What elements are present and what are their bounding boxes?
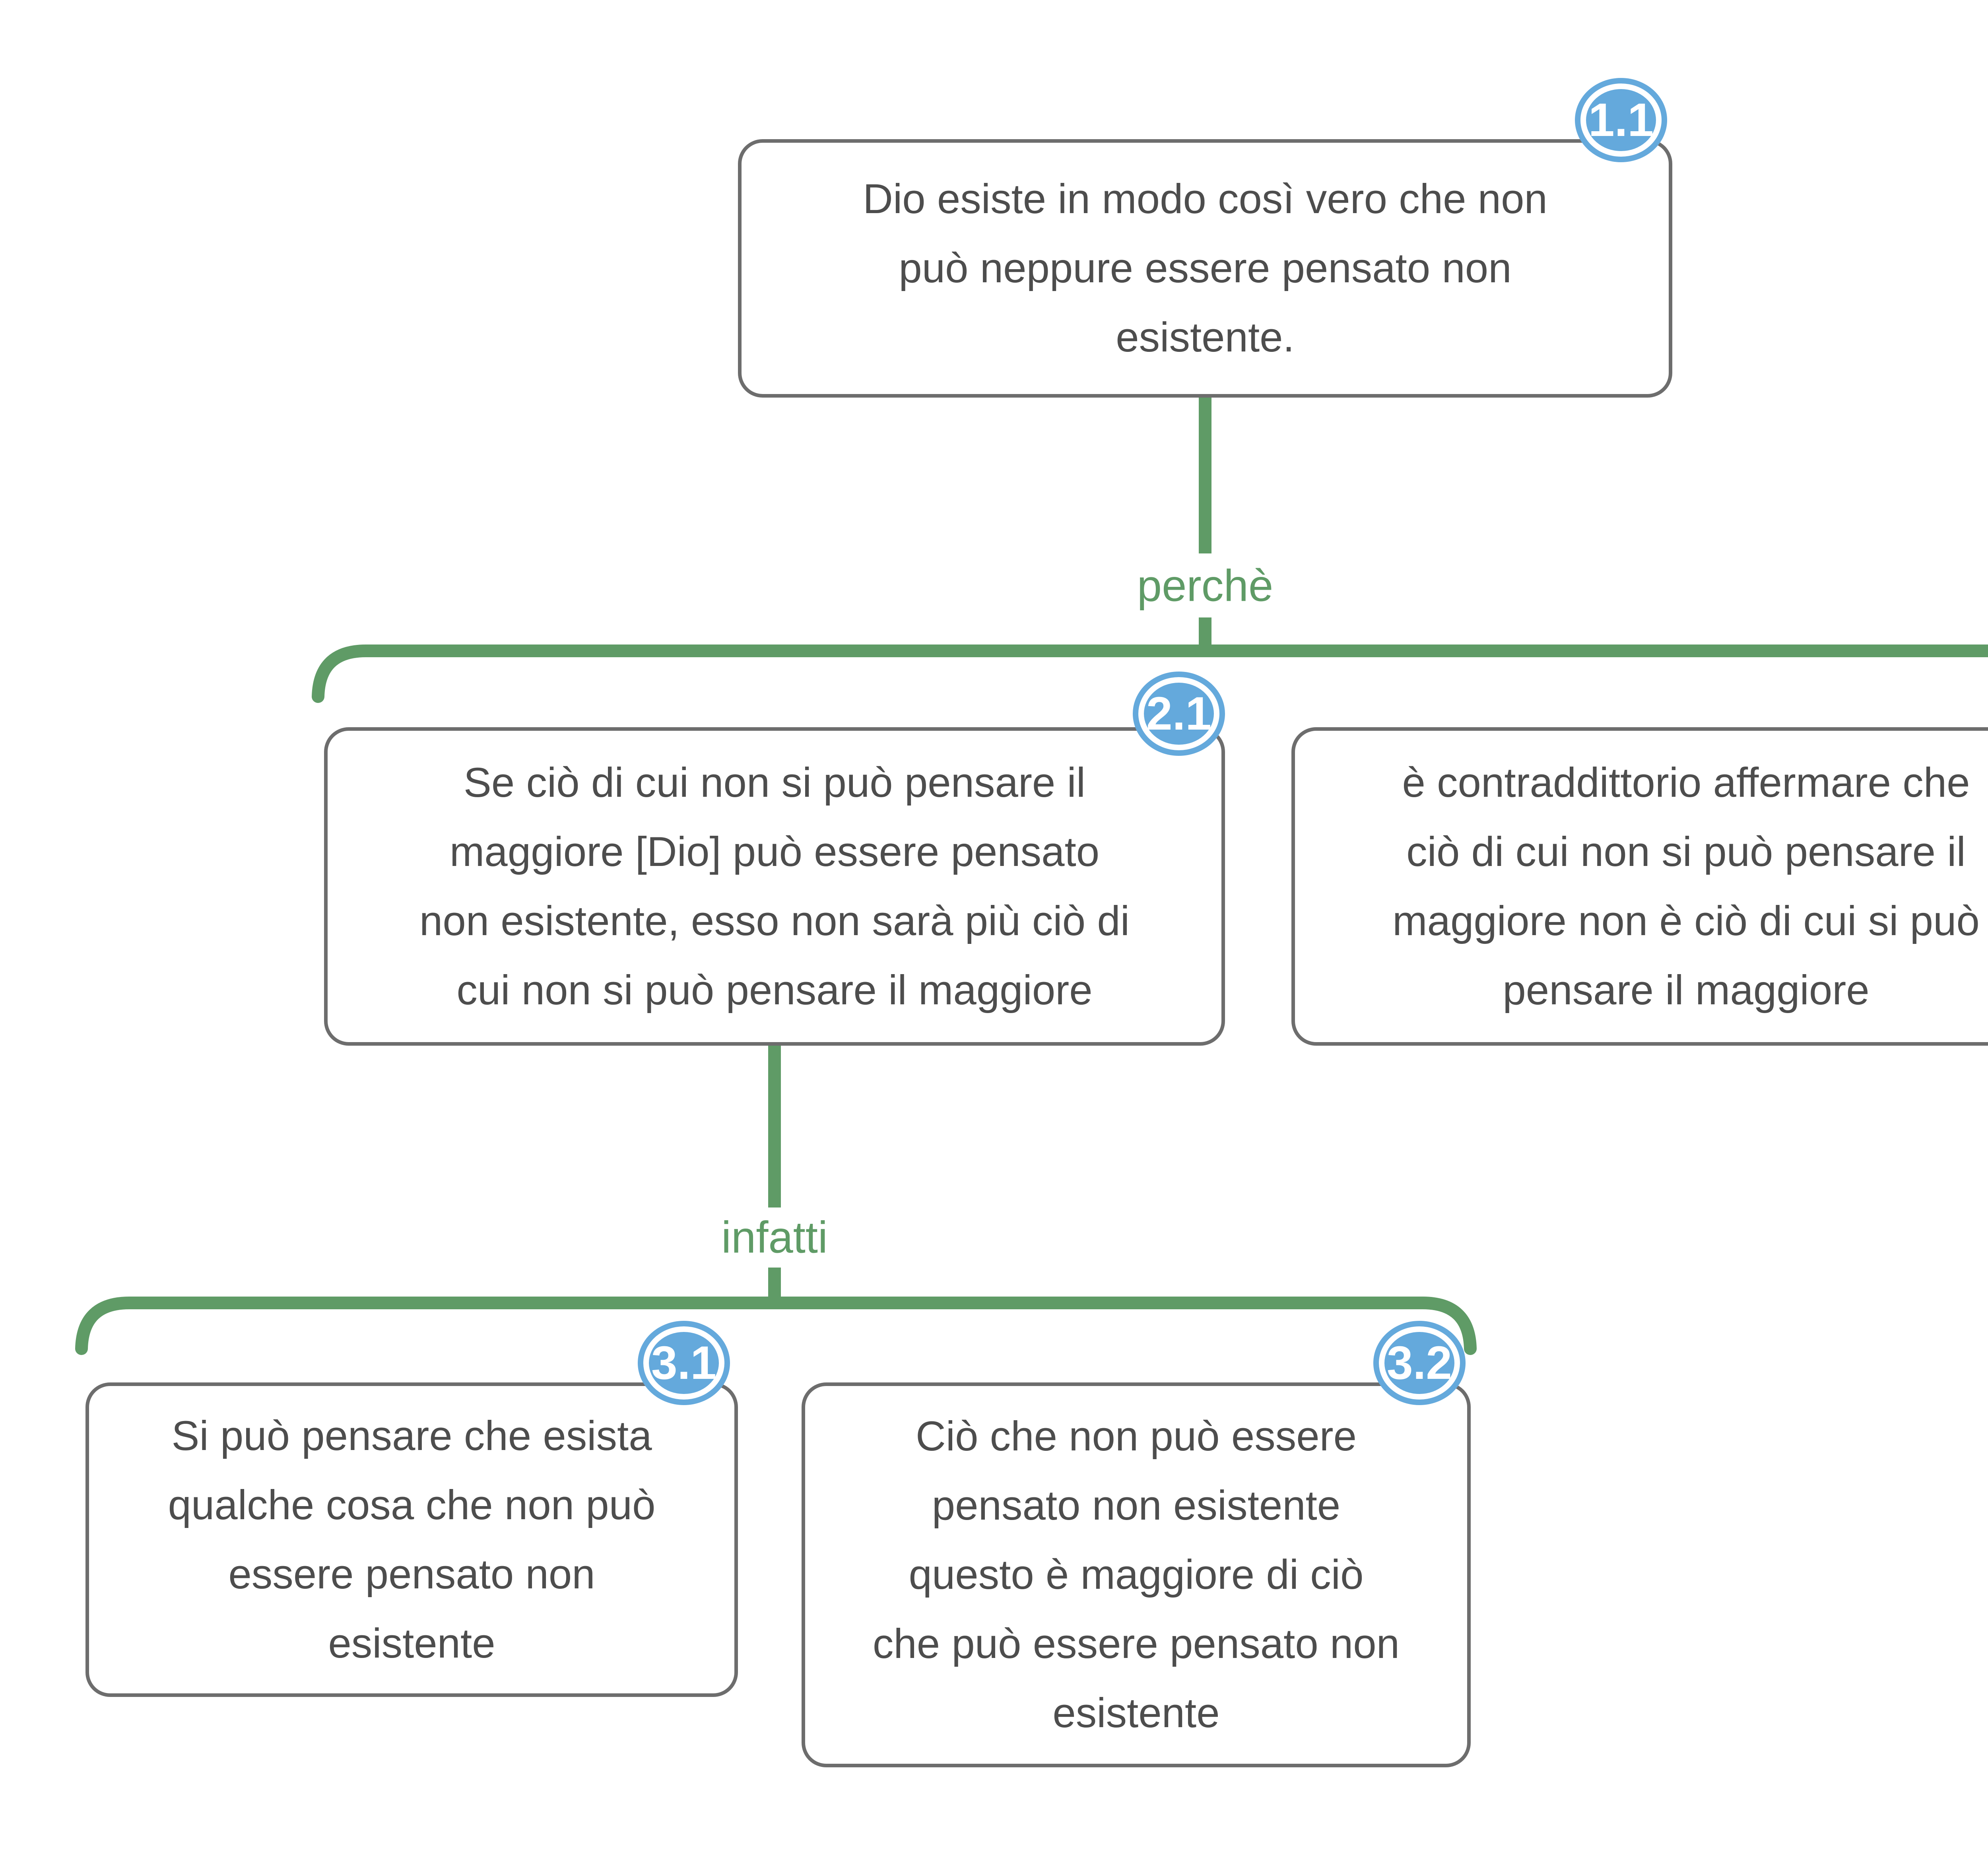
node-3-2-text: Ciò che non può essere pensato non esist… bbox=[872, 1413, 1400, 1736]
node-badge-1-1: 1.1 bbox=[1575, 78, 1667, 162]
node-badge-2-1-number: 2.1 bbox=[1146, 687, 1212, 740]
edge-label-infatti: infatti bbox=[710, 1211, 839, 1263]
node-3-1-text: Si può pensare che esista qualche cosa c… bbox=[168, 1412, 656, 1667]
node-badge-2-1: 2.1 bbox=[1133, 672, 1225, 756]
node-badge-3-1-number: 3.1 bbox=[651, 1337, 717, 1389]
node-2-2-text: è contraddittorio affermare che ciò di c… bbox=[1392, 759, 1980, 1013]
edge-brace-2 bbox=[75, 1297, 1477, 1355]
node-2-2[interactable]: è contraddittorio affermare che ciò di c… bbox=[1291, 727, 1988, 1046]
edge-brace-1 bbox=[312, 645, 1988, 703]
node-badge-3-1: 3.1 bbox=[638, 1321, 730, 1405]
edge-label-perche: perchè bbox=[1126, 560, 1285, 612]
node-badge-1-1-number: 1.1 bbox=[1588, 94, 1654, 146]
node-1-1-text: Dio esiste in modo così vero che non può… bbox=[863, 176, 1547, 361]
node-2-1-text: Se ciò di cui non si può pensare il magg… bbox=[419, 759, 1130, 1013]
node-badge-3-2: 3.2 bbox=[1373, 1321, 1466, 1405]
node-badge-3-2-number: 3.2 bbox=[1386, 1337, 1452, 1389]
node-2-1[interactable]: Se ciò di cui non si può pensare il magg… bbox=[324, 727, 1225, 1046]
node-3-2[interactable]: Ciò che non può essere pensato non esist… bbox=[802, 1382, 1471, 1767]
node-1-1[interactable]: Dio esiste in modo così vero che non può… bbox=[738, 139, 1672, 398]
node-3-1[interactable]: Si può pensare che esista qualche cosa c… bbox=[85, 1382, 738, 1697]
